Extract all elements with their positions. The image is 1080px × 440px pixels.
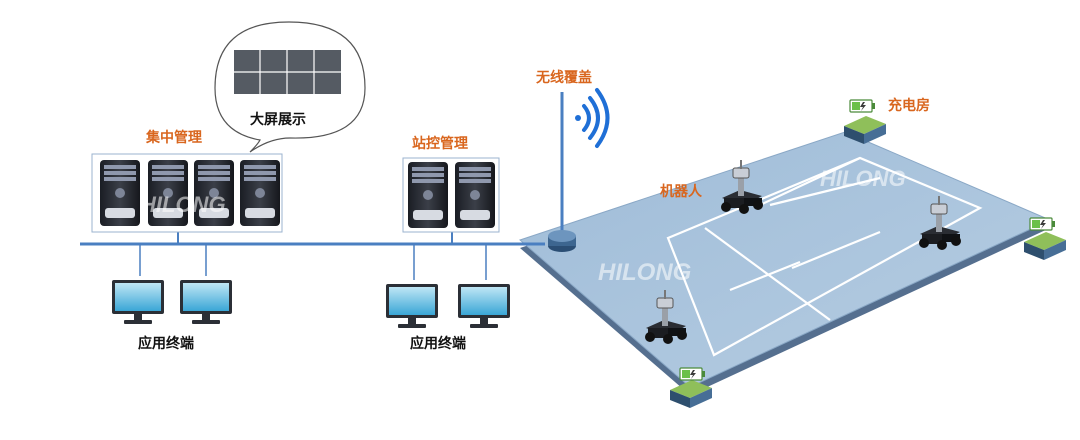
- server-icon: [240, 160, 280, 226]
- server-icon: [408, 162, 448, 228]
- robot-label: 机器人: [660, 183, 703, 200]
- server-icon: [100, 160, 140, 226]
- field-lines: [666, 156, 983, 357]
- wireless-coverage-label: 无线覆盖: [535, 69, 592, 86]
- charging-room-label: 充电房: [888, 97, 930, 114]
- big-screen-label: 大屏展示: [250, 111, 306, 128]
- monitor-icon: [386, 284, 438, 328]
- terminal-right-label: 应用终端: [410, 335, 466, 352]
- central-management-label: 集中管理: [145, 129, 202, 146]
- central-management-group: HILONG: [91, 153, 283, 233]
- big-screen-bubble: 大屏展示: [214, 21, 366, 153]
- robot-field: HILONG HILONG: [519, 131, 1052, 395]
- field-watermark-left: HILONG: [598, 259, 691, 286]
- video-wall-icon: [234, 50, 341, 94]
- terminal-left-label: 应用终端: [138, 335, 194, 352]
- field-watermark-top: HILONG: [820, 166, 906, 191]
- network-backbone: [80, 92, 564, 280]
- battery-icon: [849, 99, 876, 113]
- monitor-icon: [180, 280, 232, 324]
- monitor-icon: [112, 280, 164, 324]
- server-icon: [455, 162, 495, 228]
- station-control-label: 站控管理: [412, 135, 468, 152]
- wifi-icon: [575, 88, 610, 148]
- station-control-group: [402, 157, 500, 233]
- battery-icon: [1029, 217, 1056, 231]
- battery-icon: [679, 367, 706, 381]
- rack-watermark: HILONG: [140, 192, 226, 217]
- monitor-icon: [458, 284, 510, 328]
- wireless-base-station: [548, 230, 576, 252]
